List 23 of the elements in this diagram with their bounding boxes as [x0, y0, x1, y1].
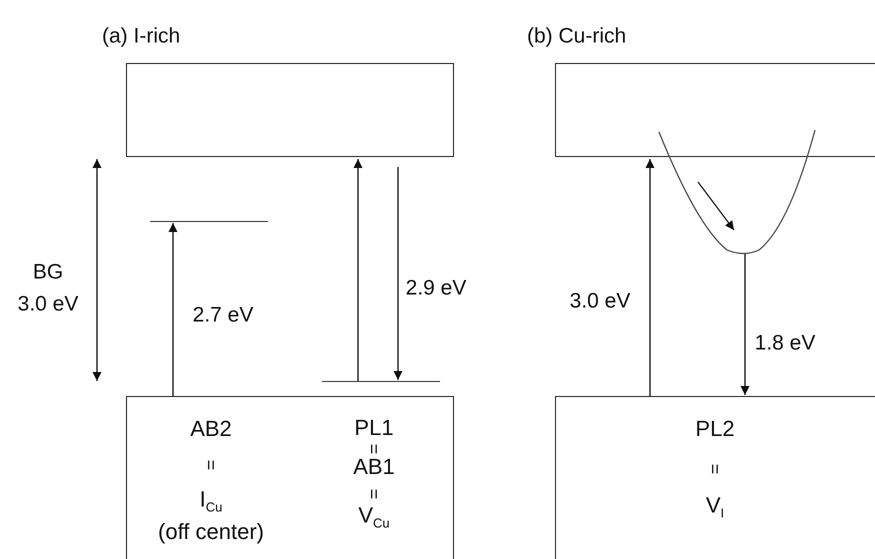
- equals-sign: =: [365, 488, 383, 500]
- defect-label: (off center): [158, 521, 264, 543]
- transition-arrow: [740, 254, 750, 395]
- defect-label: AB1: [353, 456, 395, 478]
- band-box: [126, 63, 454, 157]
- equals-sign: =: [202, 460, 220, 470]
- defect-label: V$_{I}$: [706, 494, 724, 520]
- defect-label: V$_{Cu}$: [358, 504, 390, 530]
- defect-label: PL1: [354, 417, 394, 439]
- transition-arrow: [354, 159, 362, 381]
- defect-label: AB2: [190, 418, 232, 440]
- defect-label: I$_{Cu}$: [200, 488, 222, 514]
- defect-label: PL2: [695, 418, 735, 440]
- transition-arrow: [168, 223, 178, 396]
- transition-arrow: [646, 159, 654, 396]
- band-box: [126, 396, 454, 559]
- equals-sign: =: [706, 464, 724, 474]
- band-box: [555, 396, 875, 559]
- transition-arrow: [394, 167, 402, 380]
- equals-sign: =: [365, 444, 383, 454]
- energy-level-line: [150, 221, 268, 222]
- energy-level-line: [322, 381, 440, 382]
- band-box: [555, 63, 875, 157]
